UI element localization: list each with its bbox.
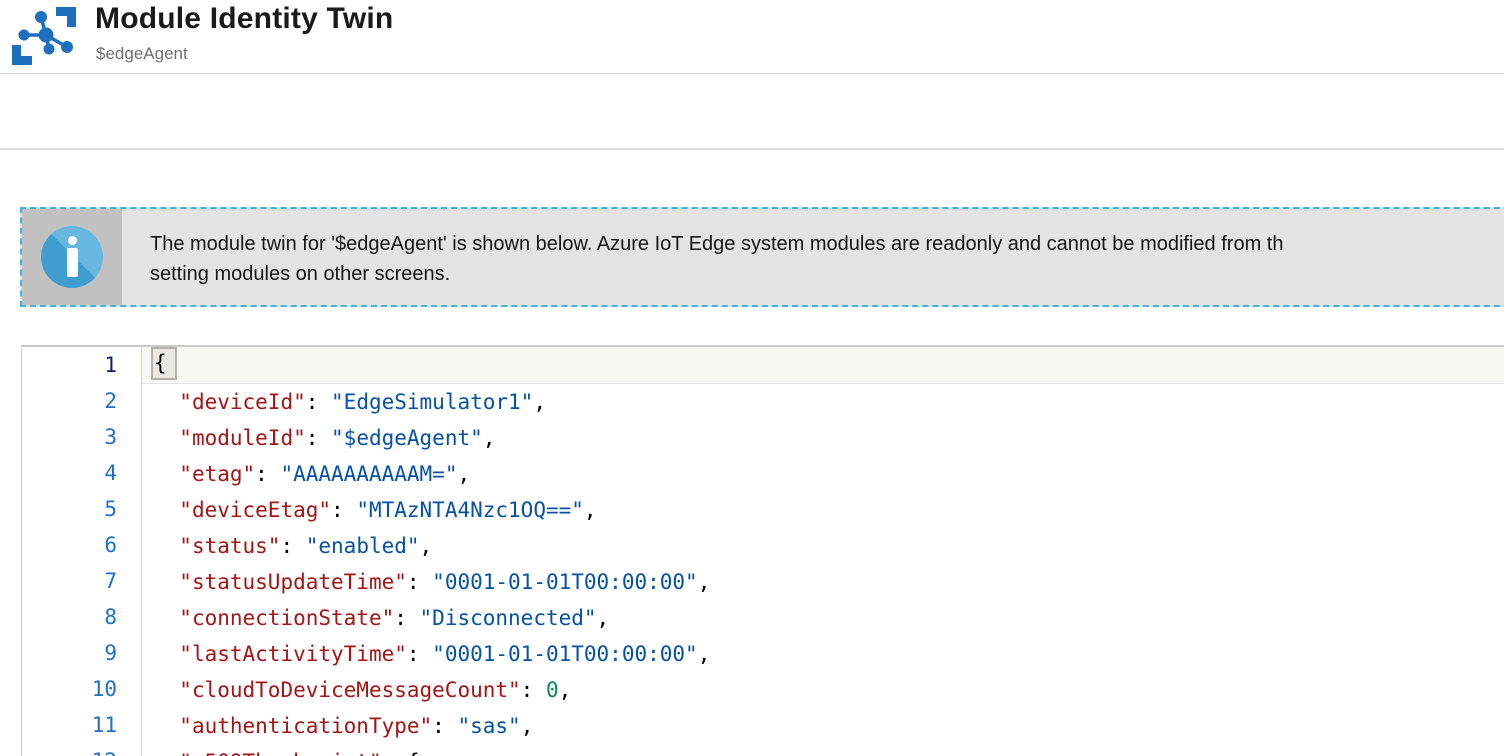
code-token-punct: , bbox=[558, 678, 572, 702]
line-number: 10 bbox=[91, 677, 117, 701]
code-token-str: "enabled" bbox=[305, 534, 420, 558]
code-token-punct: : { bbox=[382, 750, 420, 756]
code-line[interactable]: "deviceId": "EdgeSimulator1", bbox=[142, 384, 1504, 420]
code-token-key: "status" bbox=[179, 534, 281, 558]
code-line[interactable]: "statusUpdateTime": "0001-01-01T00:00:00… bbox=[142, 564, 1504, 600]
code-line[interactable]: { bbox=[142, 347, 1504, 384]
code-token-punct: : bbox=[432, 714, 458, 738]
page-subtitle: $edgeAgent bbox=[96, 44, 188, 63]
code-area[interactable]: { "deviceId": "EdgeSimulator1", "moduleI… bbox=[142, 347, 1504, 756]
code-line[interactable]: "x509Thumbprint": { bbox=[142, 744, 1504, 756]
code-token-punct: : bbox=[520, 678, 546, 702]
code-line[interactable]: "etag": "AAAAAAAAAAM=", bbox=[142, 456, 1504, 492]
code-token-punct: , bbox=[697, 570, 711, 594]
code-token-punct: : bbox=[280, 534, 306, 558]
code-line[interactable]: "authenticationType": "sas", bbox=[142, 708, 1504, 744]
code-token-str: "0001-01-01T00:00:00" bbox=[432, 642, 698, 666]
matched-bracket: { bbox=[151, 347, 177, 380]
code-token-key: "cloudToDeviceMessageCount" bbox=[179, 678, 521, 702]
page-header: Module Identity Twin $edgeAgent bbox=[0, 0, 1504, 74]
code-token-key: "statusUpdateTime" bbox=[179, 570, 407, 594]
code-token-punct: , bbox=[533, 390, 546, 414]
code-token-str: "AAAAAAAAAAM=" bbox=[280, 462, 458, 486]
line-number: 5 bbox=[104, 497, 117, 521]
code-token-str: "sas" bbox=[457, 714, 521, 738]
code-line[interactable]: "connectionState": "Disconnected", bbox=[142, 600, 1504, 636]
toolbar-divider bbox=[0, 148, 1504, 150]
code-line[interactable]: "status": "enabled", bbox=[142, 528, 1504, 564]
code-token-key: "deviceEtag" bbox=[179, 498, 332, 522]
code-token-str: "$edgeAgent" bbox=[331, 426, 483, 450]
code-token-punct: , bbox=[457, 462, 471, 486]
code-token-punct: : bbox=[406, 570, 433, 594]
line-number: 8 bbox=[104, 605, 117, 629]
code-token-punct: : bbox=[305, 426, 332, 450]
module-twin-json-editor[interactable]: 123456789101112 { "deviceId": "EdgeSimul… bbox=[21, 345, 1504, 756]
code-line[interactable]: "deviceEtag": "MTAzNTA4Nzc1OQ==", bbox=[142, 492, 1504, 528]
code-token-punct: , bbox=[419, 534, 433, 558]
code-token-punct: , bbox=[596, 606, 610, 630]
code-token-key: "etag" bbox=[179, 462, 256, 486]
line-number: 2 bbox=[104, 389, 117, 413]
code-token-key: "x509Thumbprint" bbox=[179, 750, 381, 756]
code-token-str: "MTAzNTA4Nzc1OQ==" bbox=[356, 498, 584, 522]
info-icon-box bbox=[22, 209, 122, 305]
page-title: Module Identity Twin bbox=[95, 2, 394, 35]
code-token-str: "Disconnected" bbox=[419, 606, 597, 630]
line-number: 3 bbox=[104, 425, 117, 449]
gutter-separator bbox=[141, 347, 142, 756]
banner-message: The module twin for '$edgeAgent' is show… bbox=[122, 209, 1283, 305]
code-token-punct: : bbox=[406, 642, 433, 666]
iot-edge-icon bbox=[10, 4, 78, 68]
code-token-key: "authenticationType" bbox=[179, 714, 433, 738]
code-line[interactable]: "cloudToDeviceMessageCount": 0, bbox=[142, 672, 1504, 708]
code-token-punct: , bbox=[583, 498, 597, 522]
line-number: 6 bbox=[104, 533, 117, 557]
code-token-str: "0001-01-01T00:00:00" bbox=[432, 570, 698, 594]
code-token-key: "lastActivityTime" bbox=[179, 642, 407, 666]
code-line[interactable]: "moduleId": "$edgeAgent", bbox=[142, 420, 1504, 456]
line-number: 1 bbox=[104, 353, 117, 377]
code-token-punct: : bbox=[305, 390, 332, 414]
line-number: 9 bbox=[104, 641, 117, 665]
code-token-num: 0 bbox=[545, 678, 559, 702]
code-token-punct: , bbox=[482, 426, 496, 450]
code-token-key: "connectionState" bbox=[179, 606, 395, 630]
code-token-str: "EdgeSimulator1" bbox=[331, 390, 534, 414]
info-icon bbox=[41, 226, 103, 288]
code-token-key: "moduleId" bbox=[179, 426, 306, 450]
line-number: 12 bbox=[22, 743, 141, 756]
banner-message-line: setting modules on other screens. bbox=[150, 263, 451, 285]
code-token-punct: : bbox=[331, 498, 357, 522]
banner-message-line: The module twin for '$edgeAgent' is show… bbox=[150, 233, 1284, 255]
code-token-key: "deviceId" bbox=[179, 390, 306, 414]
code-token-punct: , bbox=[697, 642, 711, 666]
line-number: 4 bbox=[104, 461, 117, 485]
code-token-punct: , bbox=[520, 714, 534, 738]
info-banner: The module twin for '$edgeAgent' is show… bbox=[20, 207, 1504, 307]
code-line[interactable]: "lastActivityTime": "0001-01-01T00:00:00… bbox=[142, 636, 1504, 672]
code-token-punct: : bbox=[255, 462, 281, 486]
line-number-gutter: 123456789101112 bbox=[22, 347, 141, 756]
code-token-punct: : bbox=[394, 606, 420, 630]
line-number: 11 bbox=[91, 713, 117, 737]
line-number: 7 bbox=[104, 569, 117, 593]
